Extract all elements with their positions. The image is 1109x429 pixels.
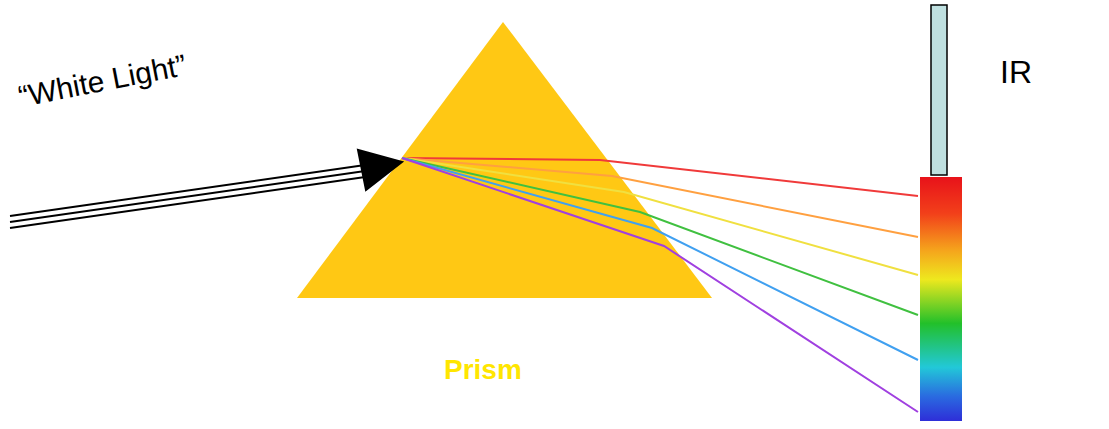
beam-label: “White Light” bbox=[16, 48, 189, 113]
white-light-beam bbox=[10, 150, 402, 228]
prism-label: Prism bbox=[444, 355, 522, 386]
spectrum-screen bbox=[920, 177, 962, 421]
thermometer bbox=[931, 5, 947, 175]
light-rays bbox=[402, 158, 918, 412]
ir-label: IR bbox=[1000, 55, 1032, 90]
